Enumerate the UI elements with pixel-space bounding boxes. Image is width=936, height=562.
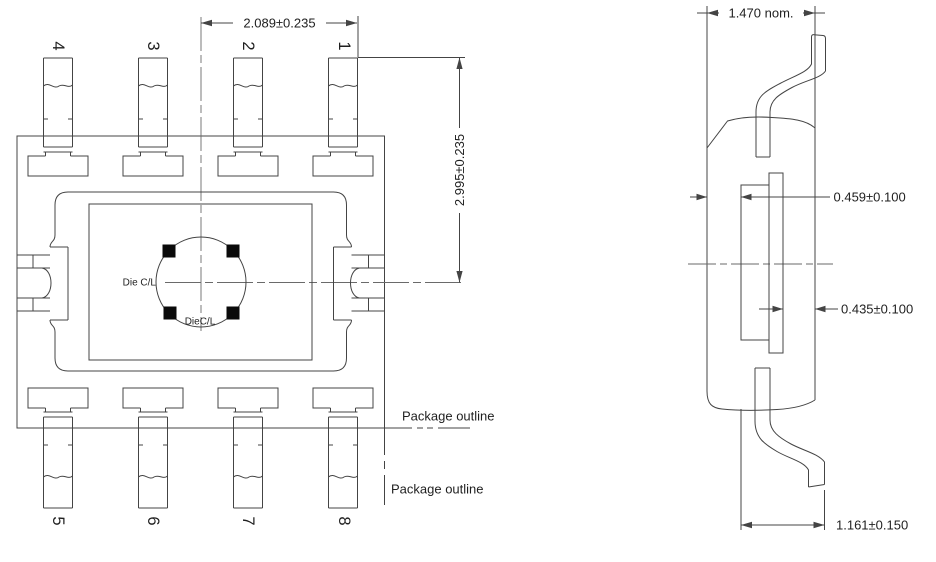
dimension-die-offset-right: 0.435±0.100	[759, 302, 913, 317]
extension-lines	[357, 16, 465, 58]
body-bottom-surface	[706, 390, 816, 411]
cavity-tab-transitions	[49, 234, 352, 333]
dim-value-die-offset-right: 0.435±0.100	[841, 302, 913, 317]
arrowhead-left	[707, 9, 718, 17]
dimension-body-width: 1.470 nom.	[697, 6, 825, 21]
pin-number-3: 3	[144, 41, 162, 50]
pin-lead-7	[217, 387, 279, 509]
pin-lead-8	[312, 387, 374, 509]
pin-number-7: 7	[239, 516, 257, 525]
arrowhead-left	[201, 19, 212, 27]
dim-value-horizontal: 2.089±0.235	[243, 16, 315, 31]
body-side-profile	[706, 6, 816, 400]
arrowhead-right	[804, 9, 815, 17]
die-circle	[155, 236, 247, 328]
dimension-die-offset-left: 0.459±0.100	[690, 190, 906, 205]
pin-lead-2	[217, 57, 279, 177]
bond-pad-top-right	[226, 244, 240, 258]
lead-bottom-gullwing	[754, 367, 825, 488]
cavity-outline	[54, 191, 347, 372]
die-attach-area	[88, 203, 313, 361]
pin-lead-4	[27, 57, 89, 177]
pin-lead-6	[122, 387, 184, 509]
arrowhead-right	[346, 19, 357, 27]
dim-value-body-width: 1.470 nom.	[728, 6, 793, 21]
arrowhead-left	[741, 521, 752, 529]
pin-number-8: 8	[335, 516, 353, 525]
arrowhead-right	[813, 521, 825, 529]
package-outline-callouts: Package outline Package outline	[384, 409, 495, 505]
arrowhead-up	[456, 57, 463, 69]
package-outline-label-bottom: Package outline	[391, 482, 484, 497]
pin-lead-3	[122, 57, 184, 177]
bond-pad-bottom-left	[163, 306, 177, 320]
die-centerline-label-bottom: DieC/L	[185, 317, 216, 328]
lead-top-gullwing	[755, 34, 826, 158]
pin-number-4: 4	[49, 41, 67, 50]
bond-pad-bottom-right	[226, 306, 240, 320]
bond-pad-top-left	[162, 244, 176, 258]
side-view: 1.470 nom. 0.459±0.100 0.435±0.100 1.161…	[688, 6, 913, 533]
body-top-surface	[706, 116, 816, 149]
arrowhead-left	[815, 305, 826, 313]
die-pad-side-profile	[768, 172, 784, 354]
dimension-vertical-right: 2.995±0.235	[452, 57, 467, 283]
arrowhead-left	[741, 193, 752, 201]
dimension-lead-span: 1.161±0.150	[740, 409, 908, 533]
dim-value-die-offset-left: 0.459±0.100	[834, 190, 906, 205]
die-side-profile	[740, 184, 770, 341]
side-tab-left	[17, 246, 69, 321]
arrowhead-down	[456, 271, 463, 283]
pin-lead-5	[27, 387, 89, 509]
pin-lead-1	[312, 57, 374, 177]
pin-number-1: 1	[335, 41, 353, 50]
pin-number-6: 6	[144, 516, 162, 525]
pin-number-5: 5	[49, 516, 67, 525]
dim-value-vertical: 2.995±0.235	[452, 134, 467, 206]
dim-value-lead-span: 1.161±0.150	[836, 518, 908, 533]
package-outline-label-top: Package outline	[402, 409, 495, 424]
dimension-horizontal-top: 2.089±0.235	[201, 16, 465, 58]
pin-number-2: 2	[239, 41, 257, 50]
die-centerline-label-left: Die C/L	[123, 278, 157, 289]
arrowhead-right	[696, 193, 707, 201]
top-view: 4 3 2 1 5 6 7 8 Die C/L DieC/L 2.089±0.2…	[16, 16, 495, 526]
side-tab-right	[333, 246, 385, 321]
arrowhead-right	[772, 305, 783, 313]
